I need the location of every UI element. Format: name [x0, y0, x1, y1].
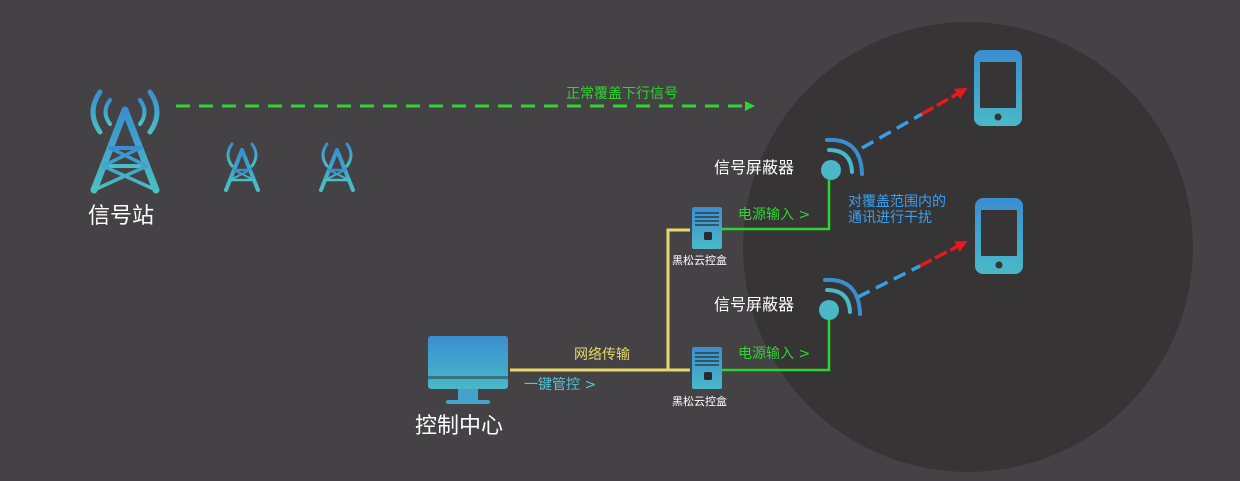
network-label: 网络传输	[574, 347, 630, 363]
jammer-label: 信号屏蔽器	[714, 158, 795, 177]
coverage-zone	[743, 22, 1193, 472]
signal-tower-icon	[90, 89, 160, 194]
control-center-label: 控制中心	[415, 414, 504, 439]
power-input-label: 电源输入 >	[738, 346, 811, 362]
power-wiring	[722, 180, 831, 372]
interference-beam	[861, 88, 968, 150]
signal-jammer-icon	[819, 277, 862, 320]
normal-signal-label: 正常覆盖下行信号	[566, 86, 678, 102]
one-key-control-label: 一键管控 >	[524, 377, 597, 393]
interference-label-line1: 对覆盖范围内的	[848, 194, 946, 210]
signal-tower-icon	[319, 142, 355, 192]
jammer-label: 信号屏蔽器	[714, 295, 795, 314]
signal-tower-icon	[224, 142, 260, 192]
control-box-icon	[692, 207, 722, 249]
smartphone-icon	[974, 50, 1022, 126]
interference-label-line2: 通讯进行干扰	[848, 210, 932, 226]
station-label: 信号站	[88, 204, 155, 229]
control-box-label: 黑松云控盒	[672, 254, 727, 267]
network-wiring	[510, 228, 690, 372]
signal-jammer-icon	[821, 137, 864, 180]
smartphone-icon	[975, 198, 1023, 274]
control-box-icon	[692, 347, 722, 389]
control-box-label: 黑松云控盒	[672, 395, 727, 408]
interference-beam	[857, 241, 968, 299]
monitor-icon	[428, 336, 508, 404]
power-input-label: 电源输入 >	[738, 207, 811, 223]
